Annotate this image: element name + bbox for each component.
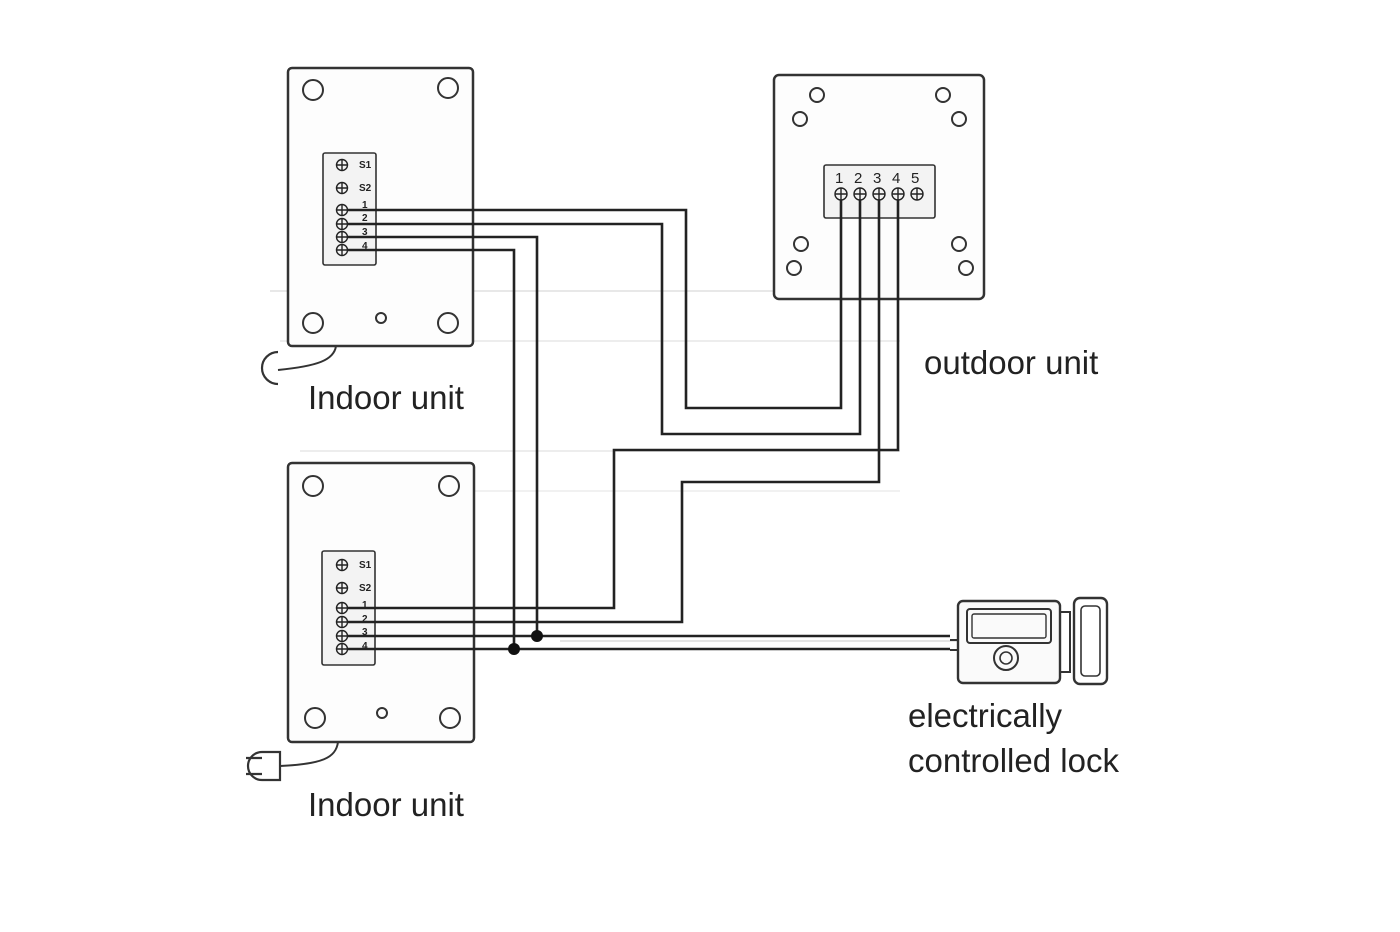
- outdoor-unit-label: outdoor unit: [924, 344, 1098, 381]
- terminal-screw-icon: [335, 243, 349, 257]
- indoor-unit-bottom-label: Indoor unit: [308, 786, 464, 823]
- terminal-strip: 1 2 3 4 5: [823, 164, 936, 219]
- indoor-unit-top-label: Indoor unit: [308, 379, 464, 416]
- terminal-label-s1: S1: [359, 560, 372, 571]
- terminal-screw-icon: [335, 601, 349, 615]
- wire-junction: [508, 643, 520, 655]
- terminal-label-4: 4: [362, 241, 368, 252]
- wire-top-2: [348, 200, 862, 436]
- mounting-hole-icon: [792, 111, 808, 127]
- outdoor-terminal-label-1: 1: [835, 170, 843, 187]
- wire-top-4: [348, 248, 516, 649]
- mounting-hole-icon: [786, 260, 802, 276]
- terminal-label-1: 1: [362, 200, 368, 211]
- wire-junction: [531, 630, 543, 642]
- terminal-label-4: 4: [362, 641, 368, 652]
- mounting-hole-icon: [375, 312, 387, 324]
- terminal-screw-icon: [335, 181, 349, 195]
- terminal-screw-icon: [335, 558, 349, 572]
- terminal-label-2: 2: [362, 614, 368, 625]
- wire-top-3: [348, 235, 539, 636]
- outdoor-terminal-label-2: 2: [854, 170, 862, 187]
- mounting-hole-icon: [958, 260, 974, 276]
- terminal-screw-icon: [872, 187, 886, 201]
- wire-bottom-2: [348, 200, 881, 624]
- mounting-hole-icon: [376, 707, 388, 719]
- mounting-hole-icon: [793, 236, 809, 252]
- terminal-screw-icon: [335, 230, 349, 244]
- terminal-screw-icon: [335, 158, 349, 172]
- terminal-screw-icon: [335, 629, 349, 643]
- mounting-hole-icon: [302, 312, 324, 334]
- power-plug-icon: [260, 345, 337, 386]
- mounting-hole-icon: [439, 707, 461, 729]
- mounting-hole-icon: [951, 111, 967, 127]
- lock-icon: [950, 596, 1109, 686]
- terminal-screw-icon: [834, 187, 848, 201]
- terminal-screw-icon: [335, 203, 349, 217]
- mounting-hole-icon: [951, 236, 967, 252]
- mounting-hole-icon: [302, 79, 324, 101]
- terminal-label-s2: S2: [359, 183, 372, 194]
- mounting-hole-icon: [304, 707, 326, 729]
- terminal-screw-icon: [335, 615, 349, 629]
- mounting-hole-icon: [809, 87, 825, 103]
- terminal-screw-icon: [335, 217, 349, 231]
- wire-top-1: [348, 200, 843, 410]
- terminal-label-s2: S2: [359, 583, 372, 594]
- terminal-screw-icon: [910, 187, 924, 201]
- wire-bottom-1: [348, 200, 900, 610]
- background-bleed-through: [270, 290, 980, 642]
- terminal-label-2: 2: [362, 213, 368, 224]
- terminal-screw-icon: [853, 187, 867, 201]
- terminal-label-1: 1: [362, 600, 368, 611]
- terminal-screw-icon: [335, 642, 349, 656]
- terminal-label-3: 3: [362, 227, 368, 238]
- lock-label-line1: electrically: [908, 697, 1063, 734]
- outdoor-terminal-label-4: 4: [892, 170, 900, 187]
- lock-label-line2: controlled lock: [908, 742, 1119, 779]
- indoor-unit-top: S1 S2 1 2 3 4: [260, 66, 475, 386]
- mounting-hole-icon: [437, 312, 459, 334]
- mounting-hole-icon: [437, 77, 459, 99]
- power-plug-icon: [246, 741, 339, 782]
- wiring: [348, 200, 950, 655]
- terminal-label-s1: S1: [359, 160, 372, 171]
- mounting-hole-icon: [438, 475, 460, 497]
- terminal-label-3: 3: [362, 627, 368, 638]
- mounting-hole-icon: [935, 87, 951, 103]
- terminal-screw-icon: [891, 187, 905, 201]
- outdoor-terminal-label-5: 5: [911, 170, 919, 187]
- terminal-screw-icon: [335, 581, 349, 595]
- mounting-hole-icon: [302, 475, 324, 497]
- outdoor-terminal-label-3: 3: [873, 170, 881, 187]
